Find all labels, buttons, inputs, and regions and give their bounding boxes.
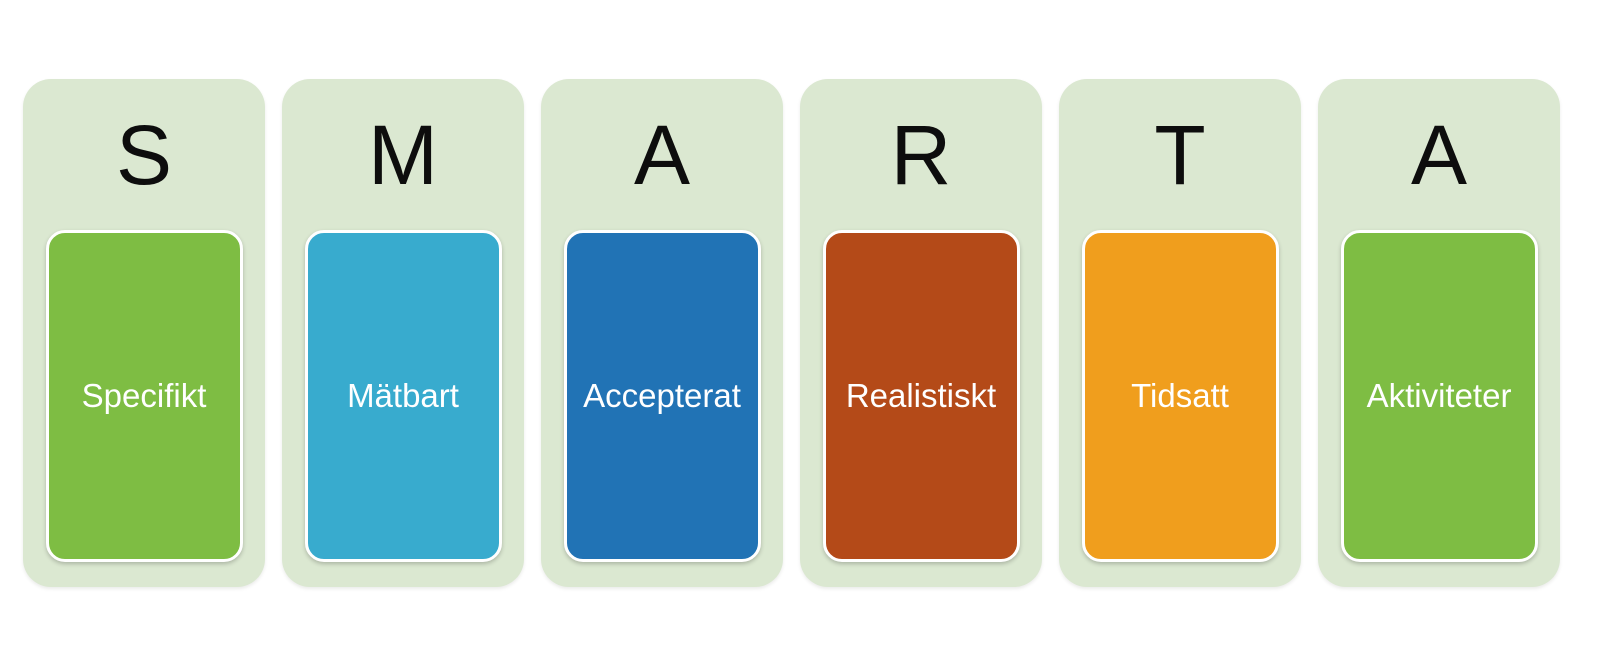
columns-row: S Specifikt M Mätbart A Accepterat <box>23 79 1560 587</box>
column-card: Specifikt <box>45 230 243 562</box>
column-letter: R <box>890 107 952 202</box>
column-card: Aktiviteter <box>1340 230 1538 562</box>
column-card: Realistiskt <box>822 230 1020 562</box>
smart-column-a2: A Aktiviteter <box>1318 79 1560 587</box>
column-card: Mätbart <box>304 230 502 562</box>
letter-area: A <box>1411 79 1467 230</box>
smart-column-s: S Specifikt <box>23 79 265 587</box>
letter-area: R <box>891 79 952 230</box>
column-letter: M <box>368 107 438 202</box>
column-label: Tidsatt <box>1131 376 1229 414</box>
smart-column-t: T Tidsatt <box>1059 79 1301 587</box>
column-letter: T <box>1154 107 1206 202</box>
letter-area: M <box>368 79 438 230</box>
column-label: Accepterat <box>583 376 741 414</box>
smart-column-m: M Mätbart <box>282 79 524 587</box>
smart-column-a1: A Accepterat <box>541 79 783 587</box>
column-letter: A <box>633 107 691 202</box>
column-label: Aktiviteter <box>1366 376 1512 414</box>
column-letter: A <box>1410 107 1468 202</box>
column-label: Specifikt <box>81 376 207 414</box>
smart-column-r: R Realistiskt <box>800 79 1042 587</box>
column-letter: S <box>115 107 173 202</box>
column-card: Accepterat <box>563 230 761 562</box>
column-card: Tidsatt <box>1081 230 1279 562</box>
column-label: Mätbart <box>347 376 459 414</box>
letter-area: T <box>1154 79 1205 230</box>
letter-area: S <box>116 79 172 230</box>
letter-area: A <box>634 79 690 230</box>
column-label: Realistiskt <box>845 376 997 414</box>
